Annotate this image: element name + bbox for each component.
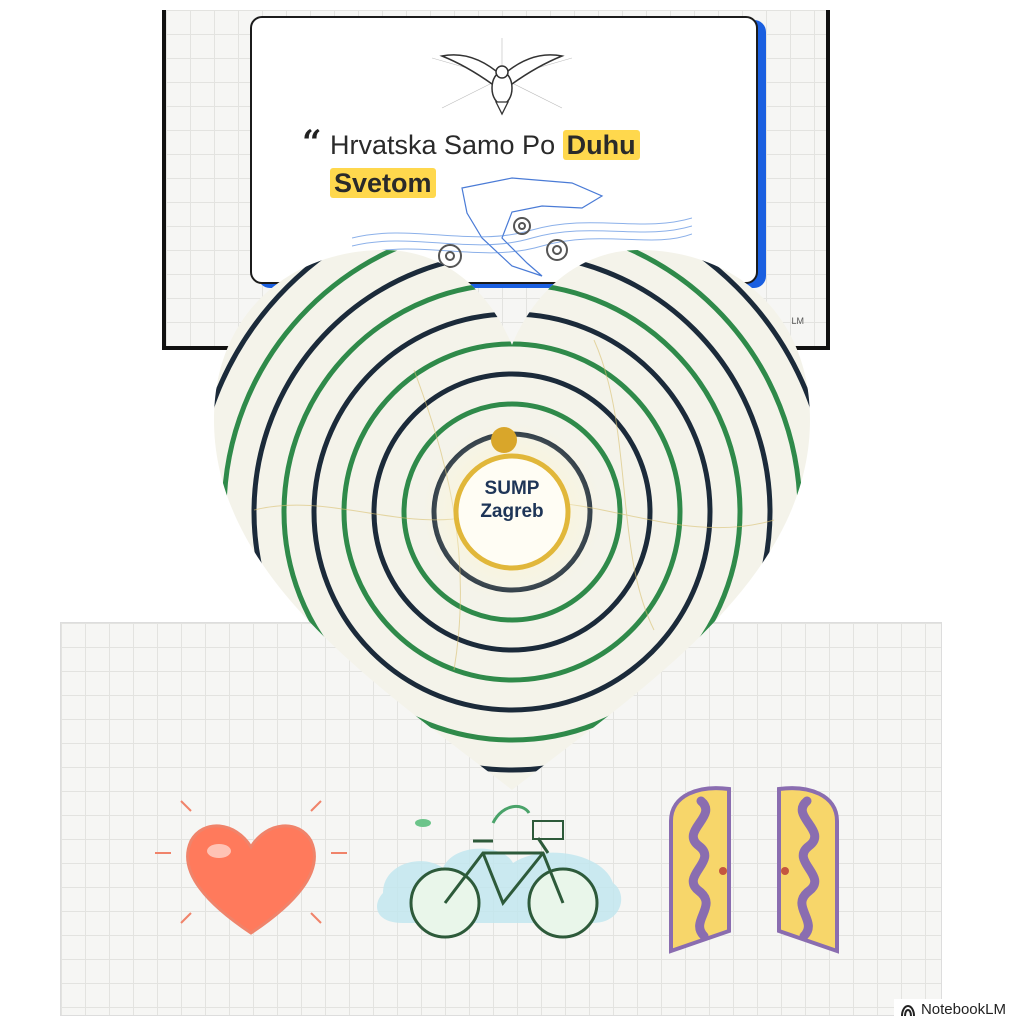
dove-icon bbox=[432, 38, 572, 116]
quote-mark: “ bbox=[302, 123, 322, 163]
bottom-slide bbox=[60, 622, 942, 1016]
heart-icon bbox=[155, 800, 347, 935]
sump-label-line-2: Zagreb bbox=[480, 501, 544, 522]
slide-title-line-2: Svetom bbox=[330, 168, 436, 199]
badge-text: NotebookLM bbox=[920, 1001, 1006, 1018]
slide-title-line-1: Hrvatska Samo Po Duhu bbox=[330, 130, 640, 161]
notebooklm-badge: NotebookLM bbox=[893, 999, 1012, 1020]
open-doors-icon bbox=[669, 786, 839, 954]
top-slide: “ Hrvatska Samo Po Duhu Svetom LM bbox=[162, 10, 830, 350]
gear-icon bbox=[438, 217, 568, 268]
watermark-fragment: LM bbox=[791, 316, 804, 326]
position-dot-icon bbox=[491, 427, 517, 453]
sump-label-line-1: SUMP bbox=[484, 478, 540, 499]
ring bbox=[401, 401, 623, 623]
notebooklm-logo-icon bbox=[900, 1004, 915, 1016]
title-highlight-duhu: Duhu bbox=[562, 130, 640, 160]
title-text: Hrvatska Samo Po bbox=[330, 130, 563, 160]
title-highlight-svetom: Svetom bbox=[330, 168, 436, 198]
heart-rings-graphic: SUMP Zagreb bbox=[214, 250, 810, 790]
quote-card: “ Hrvatska Samo Po Duhu Svetom bbox=[250, 16, 758, 284]
ring bbox=[371, 371, 653, 653]
concentric-rings-heart bbox=[214, 250, 810, 790]
croatia-map-illustration bbox=[352, 177, 692, 277]
bicycle-icon bbox=[377, 804, 622, 939]
